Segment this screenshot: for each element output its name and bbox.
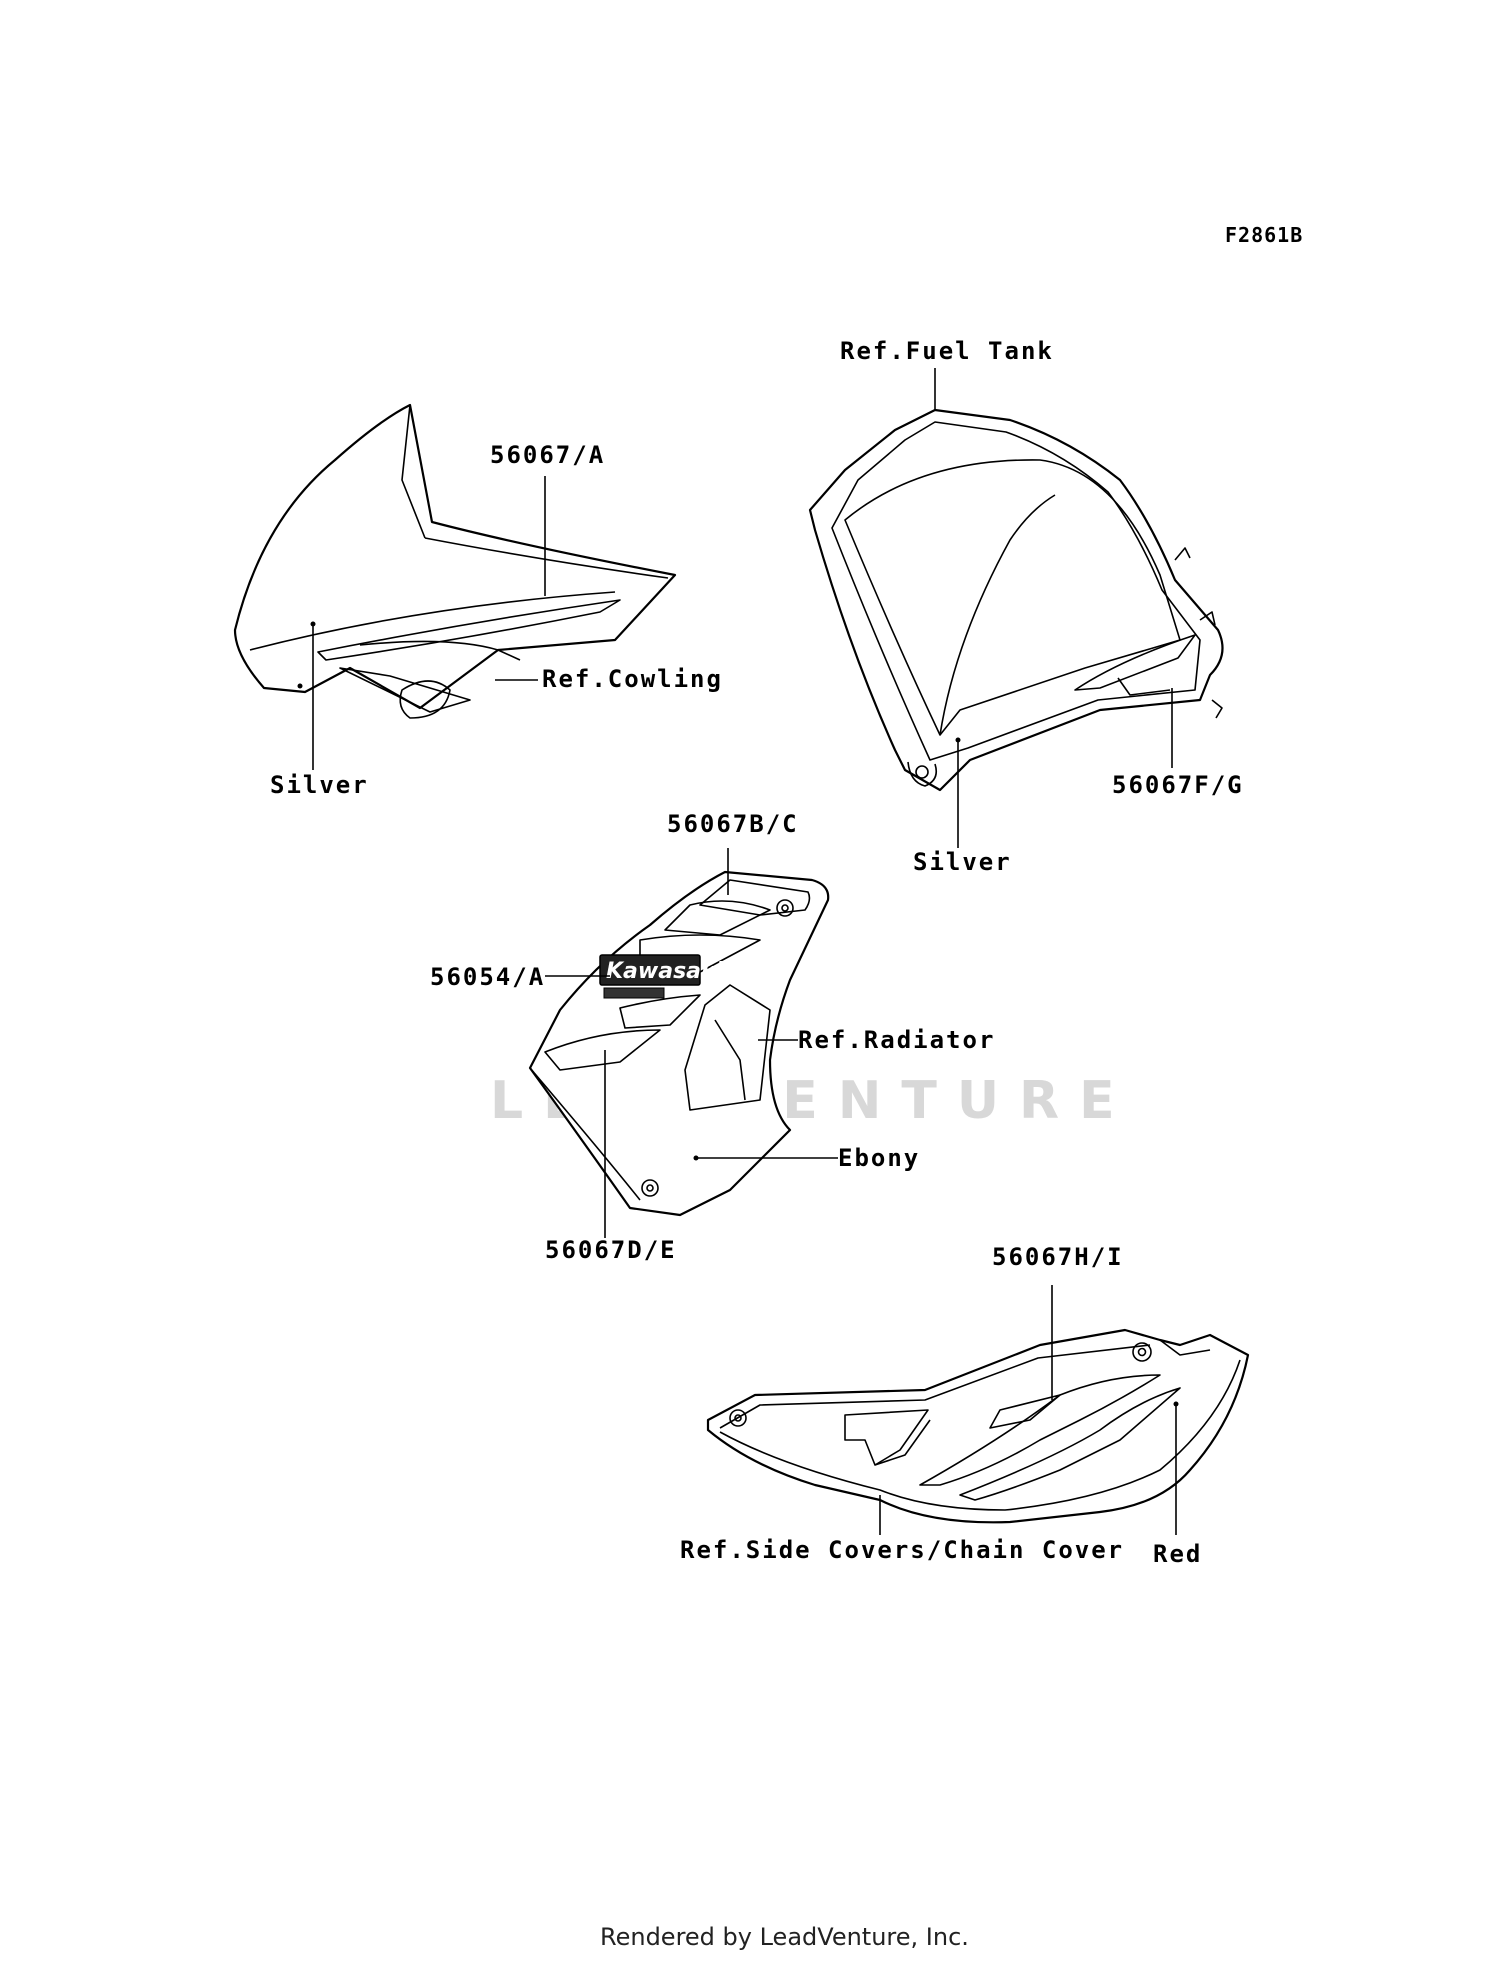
label-56067a: 56067/A bbox=[490, 441, 605, 469]
footer-credit: Rendered by LeadVenture, Inc. bbox=[600, 1923, 969, 1951]
label-56067de: 56067D/E bbox=[545, 1236, 677, 1264]
label-ref-radiator: Ref.Radiator bbox=[798, 1026, 995, 1054]
label-red: Red bbox=[1153, 1540, 1202, 1568]
label-56054a: 56054/A bbox=[430, 963, 545, 991]
label-silver-left: Silver bbox=[270, 771, 369, 799]
label-56067fg: 56067F/G bbox=[1112, 771, 1244, 799]
label-ref-cowling: Ref.Cowling bbox=[542, 665, 723, 693]
figure-code: F2861B bbox=[1225, 223, 1303, 247]
kawasaki-decal bbox=[599, 954, 701, 986]
cowling-part bbox=[233, 403, 677, 719]
kawasaki-decal-text: Kawasaki bbox=[606, 959, 724, 984]
label-56067bc: 56067B/C bbox=[667, 810, 799, 838]
label-ref-fuel-tank: Ref.Fuel Tank bbox=[840, 337, 1054, 365]
label-56067hi: 56067H/I bbox=[992, 1243, 1124, 1271]
label-ebony: Ebony bbox=[838, 1144, 920, 1172]
radiator-shroud-part: Kawasaki bbox=[528, 870, 830, 1217]
label-ref-side-covers: Ref.Side Covers/Chain Cover bbox=[680, 1536, 1124, 1564]
side-cover-part bbox=[706, 1328, 1250, 1524]
fuel-tank-part bbox=[808, 408, 1224, 792]
label-silver-right: Silver bbox=[913, 848, 1012, 876]
